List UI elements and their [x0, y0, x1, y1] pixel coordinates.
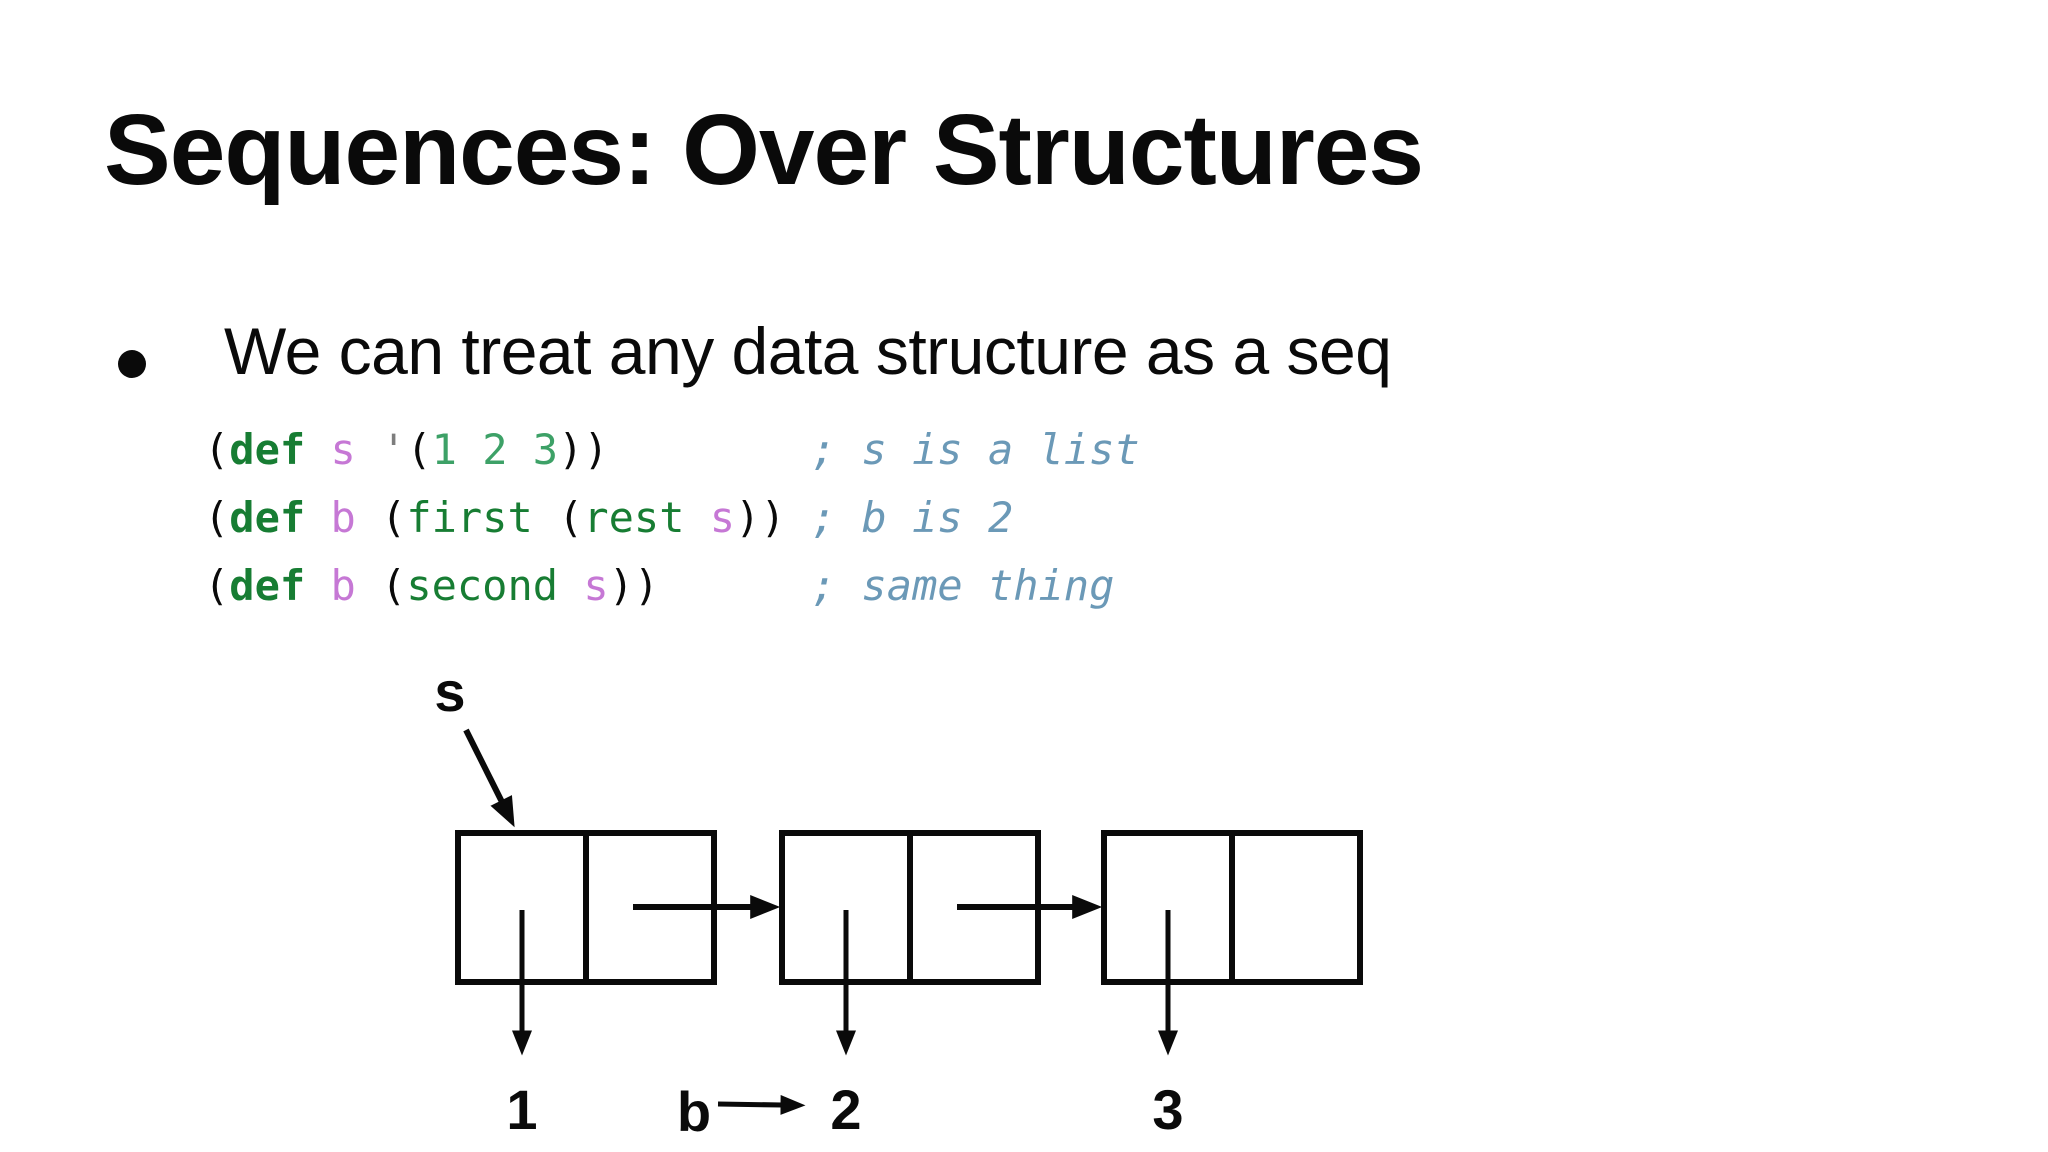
- slide-title: Sequences: Over Structures: [104, 94, 1424, 206]
- code-token-quote: ': [381, 425, 407, 474]
- cell-value-1: 1: [506, 1078, 538, 1141]
- code-token-sym: b: [330, 561, 356, 610]
- code-token-kw: def: [229, 493, 306, 542]
- code-token-comment: ; s is a list: [810, 425, 1140, 474]
- code-token-paren: (: [355, 561, 407, 610]
- code-token-fn: rest: [583, 493, 685, 542]
- b-binding-label: b: [676, 1080, 712, 1143]
- code-line: (def b (second s)) ; same thing: [204, 552, 1140, 620]
- code-token-paren: (: [355, 493, 407, 542]
- code-token-paren: )): [735, 493, 786, 542]
- cell-value-2: 2: [830, 1078, 862, 1141]
- s-pointer-label: s: [434, 660, 466, 723]
- code-token-comment: ; b is 2: [810, 493, 1014, 542]
- code-token-sym: s: [709, 493, 736, 542]
- code-token-comment: ; same thing: [810, 561, 1115, 610]
- code-token-sym: s: [330, 425, 356, 474]
- code-token-paren: (: [204, 425, 230, 474]
- code-token-paren: (: [204, 561, 230, 610]
- code-token-num: 1 2 3: [431, 425, 559, 474]
- code-token-sym: s: [583, 561, 609, 610]
- code-token-kw: def: [229, 561, 306, 610]
- bullet-icon: [118, 350, 146, 378]
- code-token-paren: (: [204, 493, 230, 542]
- code-token-paren: )): [558, 425, 609, 474]
- cell-value-3: 3: [1152, 1078, 1184, 1141]
- code-line: (def b (first (rest s)) ; b is 2: [204, 484, 1140, 552]
- code-token-kw: def: [229, 425, 306, 474]
- code-token-fn: second: [406, 561, 559, 610]
- code-block: (def s '(1 2 3)) ; s is a list(def b (fi…: [204, 416, 1140, 620]
- code-token-fn: first: [406, 493, 533, 542]
- bullet-text: We can treat any data structure as a seq: [224, 314, 1392, 388]
- code-token-sym: b: [330, 493, 356, 542]
- code-token-paren: (: [406, 425, 432, 474]
- b-binding-arrow: [717, 1094, 806, 1115]
- s-pointer-arrow: [463, 728, 515, 828]
- code-token-paren: )): [608, 561, 660, 610]
- code-line: (def s '(1 2 3)) ; s is a list: [204, 416, 1140, 484]
- code-token-paren: (: [532, 493, 584, 542]
